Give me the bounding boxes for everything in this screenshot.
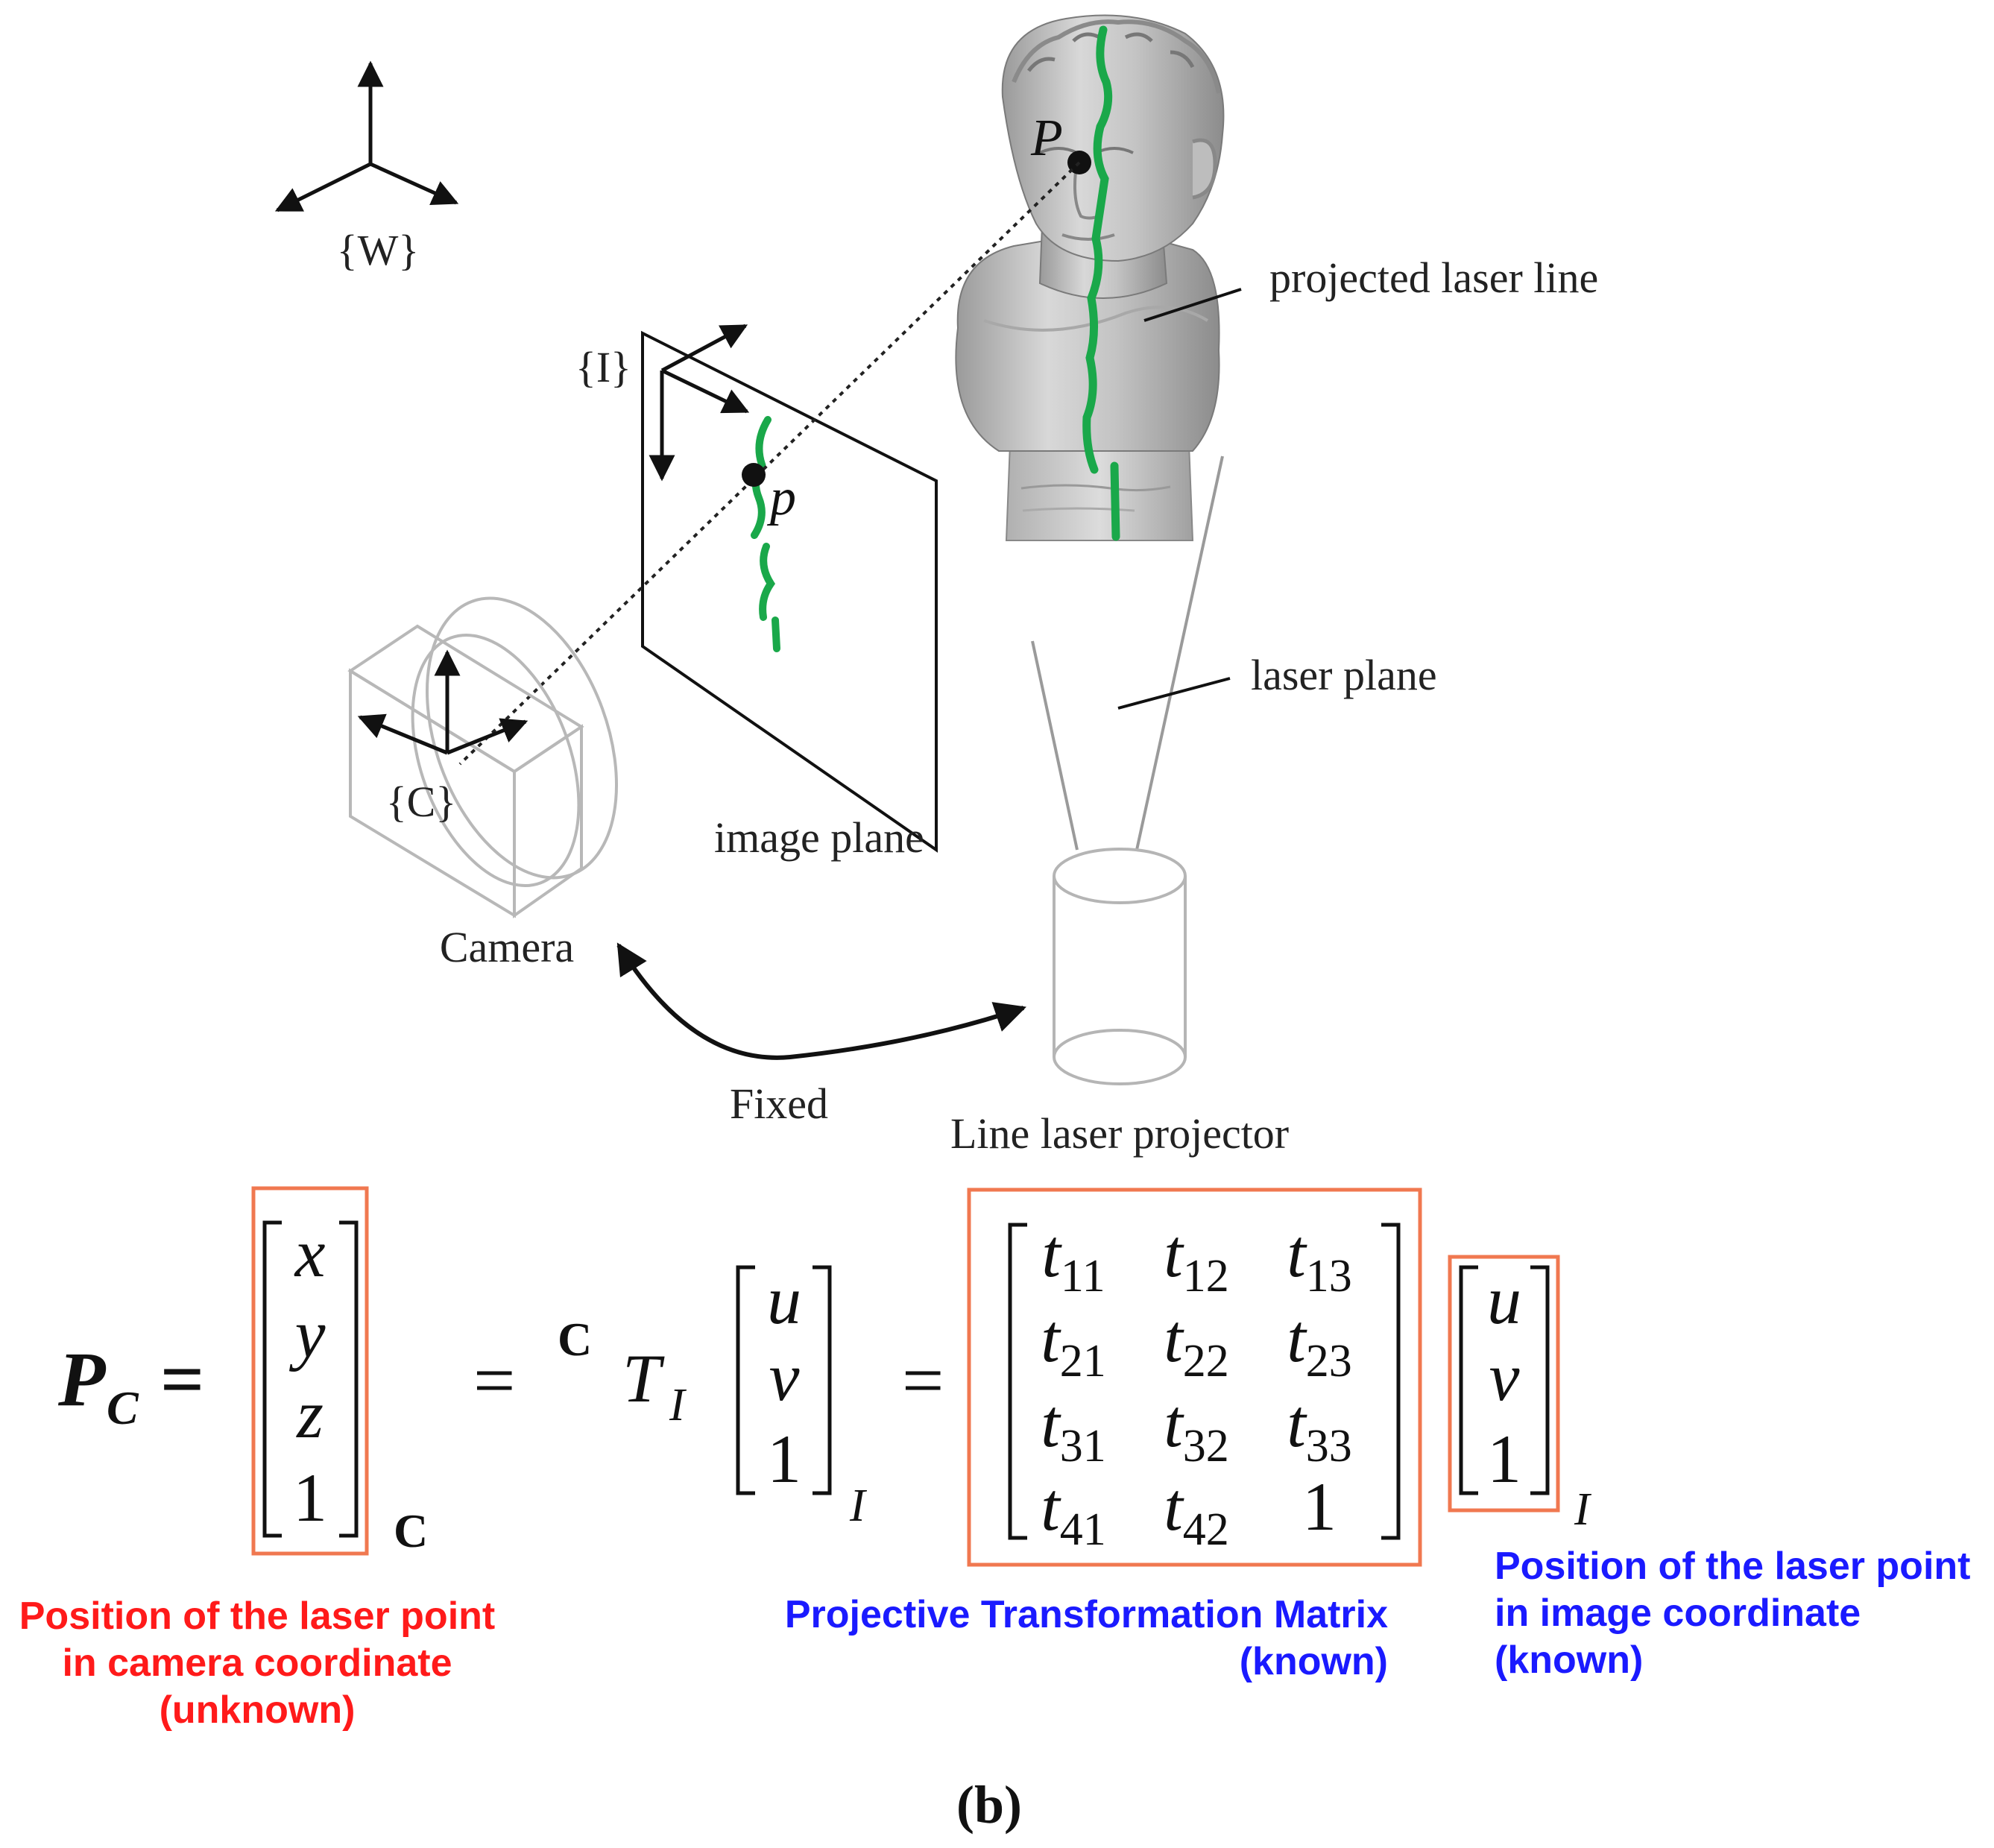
matrix-cell-2-2: t22 [1164,1300,1229,1387]
transform-sub: I [669,1380,687,1431]
caption-image-line-3: (known) [1495,1639,1643,1682]
uv-1: 1 [767,1421,801,1497]
xyz-left-bracket [262,1220,282,1538]
uv-u: u [767,1262,801,1338]
matrix-cell-1-1: t11 [1041,1215,1105,1302]
matrix-cell-3-3: t33 [1287,1385,1352,1472]
uv-v: v [769,1339,800,1415]
camera-frame-label: {C} [386,778,456,826]
matrix-cell-4-3: 1 [1302,1469,1337,1545]
matrix-cell-2-1: t21 [1041,1300,1106,1387]
matrix-cell-4-1: t41 [1041,1469,1106,1555]
projection-ray [458,161,1081,766]
caption-camera-line-3: (unknown) [160,1688,356,1732]
eq-lhs-P: P [57,1337,107,1422]
uv2-v: v [1489,1339,1520,1415]
point-p-marker [742,463,766,487]
vec-x: x [294,1215,326,1291]
matrix-cell-1-2: t12 [1164,1215,1229,1302]
vec-z: z [295,1376,324,1452]
transform-sup: C [558,1313,592,1366]
uv2-right-bracket [1530,1265,1550,1495]
uv2-sub: I [1574,1484,1592,1535]
vec-y: y [289,1296,326,1372]
laser-plane-leader [1117,677,1231,710]
uv-sub: I [849,1480,868,1531]
caption-camera-coord: Position of the laser point in camera co… [19,1595,495,1732]
point-P-label: P [1030,110,1063,167]
matrix-cells: t11 t12 t13 t21 t22 t23 t31 t32 t33 t41 t42 1 [1041,1215,1352,1555]
matrix-right-bracket [1381,1223,1401,1540]
projector-label: Line laser projector [950,1109,1289,1158]
image-plane-label: image plane [714,813,924,862]
image-laser-line [751,416,780,652]
point-p-label: p [766,469,796,526]
image-plane-quad [641,330,938,853]
matrix-cell-1-3: t13 [1287,1215,1352,1302]
camera-sketch-icon [347,596,618,918]
transform-T: T [622,1340,665,1416]
world-frame-axes-icon [274,60,459,212]
uv2-1: 1 [1487,1421,1521,1497]
bust-statue-icon [955,14,1225,541]
equation: P C = x y z 1 C = C T I u v 1 I = t11 t12… [57,1186,1592,1567]
caption-camera-line-2: in camera coordinate [62,1642,452,1685]
xyz-vector-box [251,1186,369,1556]
fixed-relation-arrow [616,942,1026,1060]
xyz-right-bracket [339,1220,359,1538]
caption-image-line-1: Position of the laser point [1495,1545,1970,1588]
eq-equals-3: = [902,1339,944,1422]
caption-image-coord: Position of the laser point in image coo… [1495,1545,1970,1682]
vec-1: 1 [293,1460,327,1536]
world-frame-label: {W} [337,226,419,274]
image-frame-label: {I} [575,343,631,391]
matrix-cell-4-2: t42 [1164,1469,1229,1555]
caption-camera-line-1: Position of the laser point [19,1595,495,1638]
uv2-left-bracket [1459,1265,1478,1495]
laser-line-leader [1143,288,1242,322]
uv-known-box [1448,1255,1560,1513]
projector-cylinder-icon [1053,848,1187,1085]
caption-matrix-line-2: (known) [1240,1640,1388,1683]
caption-matrix: Projective Transformation Matrix (known) [785,1593,1388,1683]
laser-plane [1031,455,1224,851]
matrix-cell-2-3: t23 [1287,1300,1352,1387]
projected-laser-line [1082,25,1120,541]
matrix-cell-3-2: t32 [1164,1385,1229,1472]
uv-right-bracket [813,1265,832,1495]
caption-image-line-2: in image coordinate [1495,1592,1861,1635]
uv2-u: u [1487,1262,1521,1338]
camera-label: Camera [440,923,574,971]
matrix-left-bracket [1008,1223,1027,1540]
eq-equals-1: = [160,1337,204,1422]
eq-equals-2: = [473,1339,515,1422]
matrix-cell-3-1: t31 [1041,1385,1106,1472]
projected-laser-line-label: projected laser line [1269,253,1598,302]
panel-label: (b) [956,1775,1022,1835]
eq-lhs-sub: C [107,1381,139,1434]
image-frame-axes-icon [649,324,750,482]
laser-plane-label: laser plane [1251,651,1437,699]
transform-matrix-box [967,1188,1422,1567]
fixed-label: Fixed [730,1079,828,1128]
uv-left-bracket [736,1265,755,1495]
xyz-sub: C [394,1504,428,1557]
caption-matrix-line-1: Projective Transformation Matrix [785,1593,1388,1636]
camera-frame-axes-icon [357,649,529,755]
